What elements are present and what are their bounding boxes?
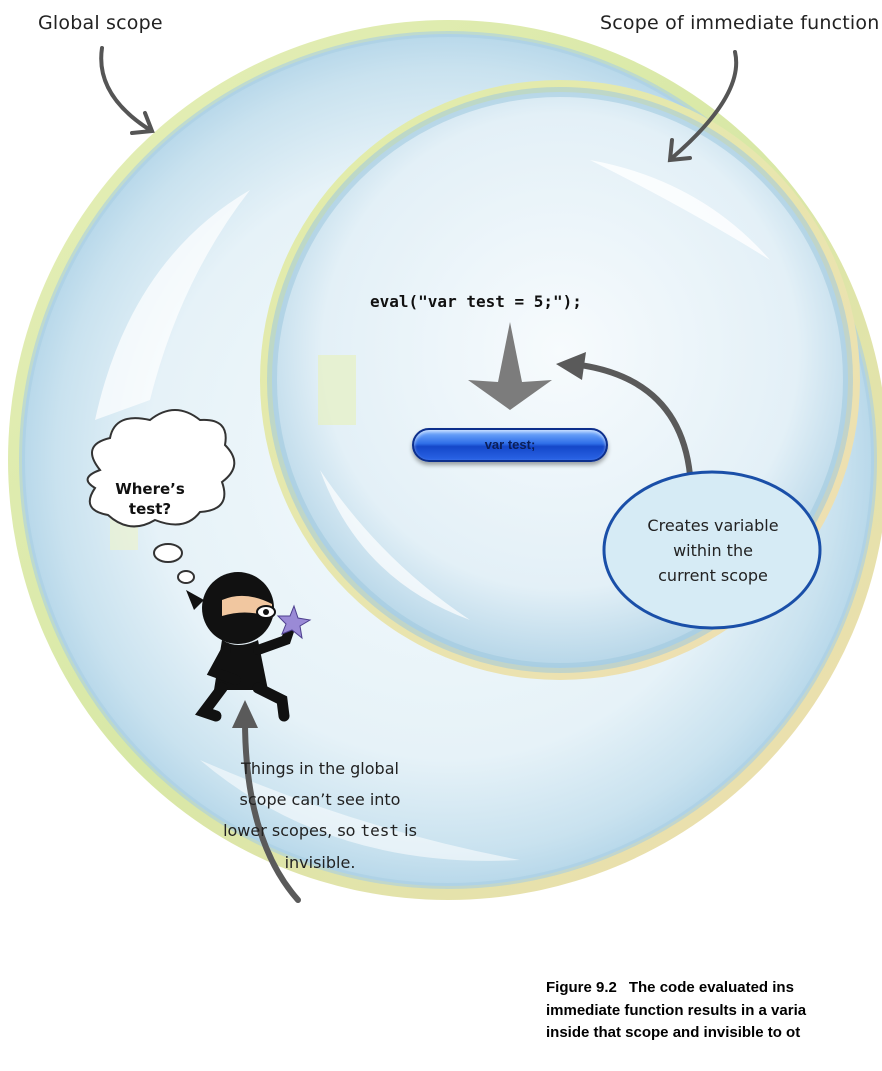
callout-text: Creates variable within the current scop… — [618, 514, 808, 588]
callout-line-1: Creates variable — [647, 516, 779, 535]
caption-figure-number: Figure 9.2 — [546, 979, 617, 996]
thought-bubble-line-1: Where’s — [115, 480, 185, 498]
var-test-pill: var test; — [412, 428, 608, 462]
caption-line-1-text: The code evaluated ins — [628, 979, 794, 996]
bottom-note-line-2: scope can’t see into — [239, 790, 401, 810]
bottom-note-line-4: invisible. — [284, 852, 356, 872]
ninja-character — [186, 572, 312, 722]
callout-circle — [602, 470, 822, 630]
caption-line-1: Figure 9.2 The code evaluated ins — [546, 977, 882, 1000]
down-arrow — [468, 322, 552, 410]
bottom-note-line-1: Things in the global — [241, 759, 399, 778]
callout-line-3: current scope — [658, 565, 768, 585]
thought-bubble — [86, 409, 236, 584]
thought-bubble-text: Where’s test? — [100, 480, 200, 519]
label-arrow-global — [99, 46, 155, 135]
thought-bubble-line-2: test? — [128, 499, 172, 518]
bottom-note-line-3-pre: lower scopes, so — [223, 821, 361, 841]
bottom-note-line-3: lower scopes, so test is — [180, 815, 460, 846]
caption-line-2: immediate function results in a varia — [546, 1001, 807, 1019]
var-test-label: var test; — [484, 437, 536, 452]
caption-line-3: inside that scope and invisible to ot — [546, 1024, 801, 1041]
bottom-annotation: Things in the global scope can’t see int… — [180, 753, 460, 878]
global-scope-label: Global scope — [38, 12, 163, 34]
immediate-scope-label: Scope of immediate function — [600, 12, 880, 34]
callout-pointer-arrow — [556, 352, 693, 478]
label-arrow-immediate — [667, 50, 739, 163]
figure-caption: Figure 9.2 The code evaluated ins immedia… — [546, 977, 882, 1045]
eval-code-statement: eval("var test = 5;"); — [370, 292, 582, 311]
bottom-note-code-test: test — [360, 821, 400, 841]
ninja-pointer-arrow — [232, 700, 301, 903]
callout-line-2: within the — [673, 540, 753, 560]
bottom-note-line-3-post: is — [399, 821, 417, 841]
